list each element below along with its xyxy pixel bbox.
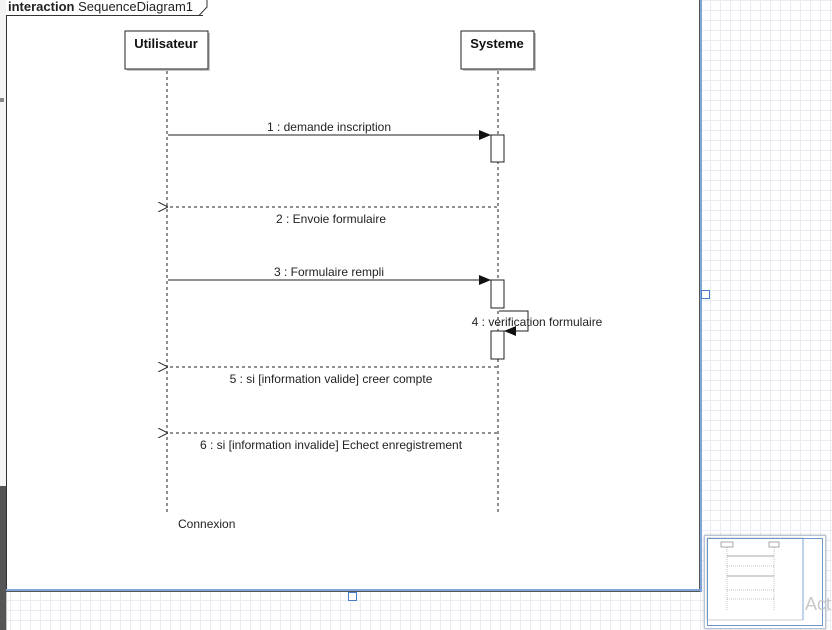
panel-collapse-marker[interactable] bbox=[0, 98, 4, 102]
frame-label-corner bbox=[192, 0, 208, 16]
message-label-4: 4 : verification formulaire bbox=[472, 315, 603, 329]
activation-watermark: Act bbox=[805, 594, 832, 614]
diagram-overview-minimap[interactable] bbox=[704, 535, 826, 629]
message-label-5: 5 : si [information valide] creer compte bbox=[230, 372, 433, 386]
message-arrow-4[interactable] bbox=[499, 310, 529, 336]
sequence-diagram: Utilisateur Systeme 1 : demande inscript… bbox=[124, 30, 603, 531]
lifeline-head-utilisateur[interactable] bbox=[124, 30, 209, 70]
activation-bar-3[interactable] bbox=[490, 279, 505, 309]
message-label-6: 6 : si [information invalide] Echect enr… bbox=[200, 438, 463, 452]
connexion-label[interactable]: Connexion bbox=[178, 517, 235, 531]
minimap-thumbnail bbox=[706, 537, 804, 621]
lifeline-name-utilisateur: Utilisateur bbox=[134, 36, 198, 51]
lifeline-utilisateur[interactable]: Utilisateur bbox=[124, 30, 210, 512]
message-label-1: 1 : demande inscription bbox=[267, 120, 391, 134]
selection-border-bottom bbox=[6, 589, 702, 591]
resize-handle-right[interactable] bbox=[701, 290, 710, 299]
message-label-2: 2 : Envoie formulaire bbox=[276, 212, 386, 226]
frame-keyword: interaction bbox=[8, 0, 75, 14]
lifeline-head-systeme[interactable] bbox=[460, 30, 535, 70]
frame-name: SequenceDiagram1 bbox=[78, 0, 193, 14]
lifeline-name-systeme: Systeme bbox=[470, 36, 523, 51]
activation-bar-1[interactable] bbox=[490, 134, 505, 163]
lifeline-systeme[interactable]: Systeme bbox=[460, 30, 536, 512]
interaction-frame[interactable] bbox=[6, 0, 701, 592]
message-label-3: 3 : Formulaire rempli bbox=[274, 265, 384, 279]
frame-label: interaction SequenceDiagram1 bbox=[6, 0, 203, 16]
minimap-viewport[interactable] bbox=[707, 538, 823, 626]
resize-handle-bottom[interactable] bbox=[348, 592, 357, 601]
activation-bar-4[interactable] bbox=[490, 330, 505, 360]
left-panel-dark-area bbox=[0, 486, 6, 630]
